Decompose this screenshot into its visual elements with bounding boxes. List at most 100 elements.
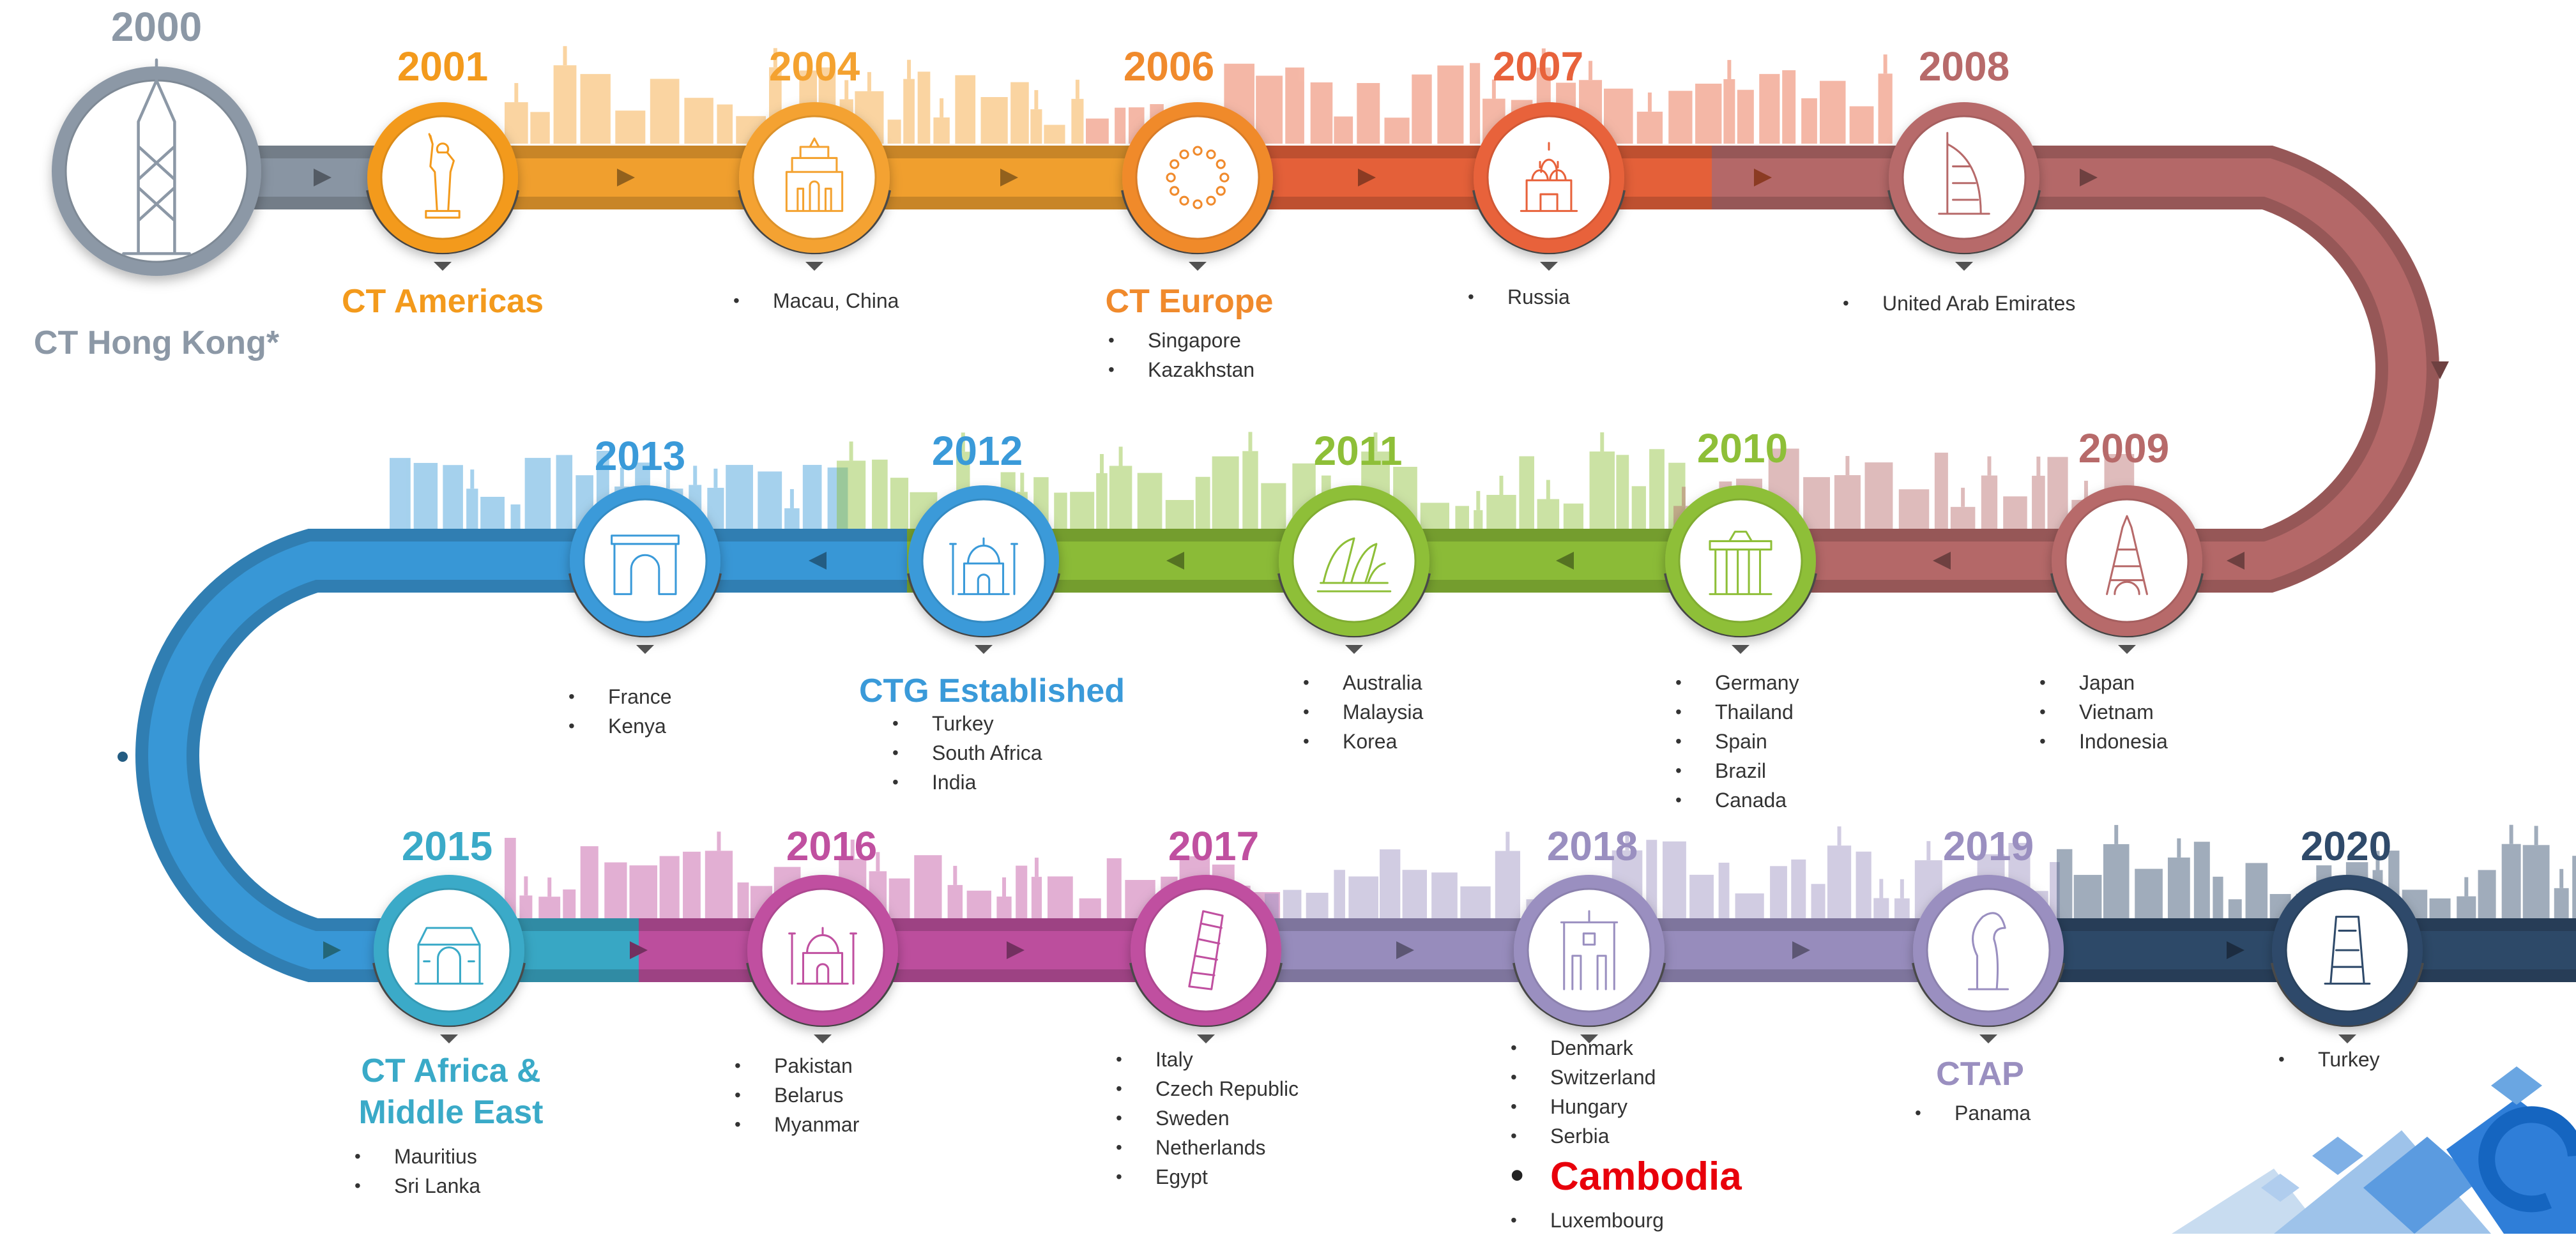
country-item: South Africa	[892, 738, 1042, 768]
country-item: Netherlands	[1116, 1133, 1299, 1162]
eu-stars-icon	[1166, 146, 1230, 209]
country-list: PakistanBelarusMyanmar	[735, 1051, 859, 1139]
country-list: ItalyCzech RepublicSwedenNetherlandsEgyp…	[1116, 1045, 1299, 1192]
direction-arrow	[1933, 552, 1951, 570]
museum-building-icon	[415, 927, 484, 985]
tower-building-icon	[1560, 910, 1619, 990]
country-list: JapanVietnamIndonesia	[2039, 668, 2168, 756]
country-item: Thailand	[1675, 697, 1799, 727]
year-label: 2001	[397, 43, 489, 89]
direction-arrow	[2080, 169, 2098, 186]
milestone-title: CT Africa & Middle East	[358, 1052, 544, 1131]
modern-tower-icon	[2324, 916, 2371, 985]
hong-kong-tower-icon	[122, 58, 191, 255]
direction-arrow	[1000, 169, 1018, 186]
direction-arrow	[314, 169, 332, 186]
country-item: Switzerland	[1511, 1063, 1656, 1092]
milestone-node-2018	[1513, 875, 1666, 1043]
year-label: 2020	[2300, 823, 2392, 869]
milestone-node-2007	[1472, 102, 1626, 271]
milestone-node-2001	[366, 102, 519, 271]
milestone-title: CT Americas	[342, 283, 544, 320]
year-label: 2007	[1492, 43, 1584, 89]
year-label: 2010	[1696, 425, 1788, 471]
country-item: Egypt	[1116, 1162, 1299, 1192]
year-label: 2015	[401, 823, 493, 869]
year-label: 2004	[768, 43, 860, 89]
country-item: Myanmar	[735, 1110, 859, 1139]
country-list: Macau, China	[733, 286, 899, 315]
country-list: SingaporeKazakhstan	[1108, 326, 1254, 384]
country-item: India	[892, 768, 1042, 797]
country-list: AustraliaMalaysiaKorea	[1303, 668, 1423, 756]
country-item: United Arab Emirates	[1843, 289, 2075, 318]
country-item: Australia	[1303, 668, 1423, 697]
country-list: Panama	[1915, 1098, 2031, 1128]
direction-arrow	[1556, 552, 1574, 570]
milestone-node-2009	[2050, 485, 2204, 654]
year-label: 2017	[1168, 823, 1260, 869]
country-item: Japan	[2039, 668, 2168, 697]
year-label: 2012	[931, 428, 1023, 474]
country-item: Sri Lanka	[354, 1171, 480, 1201]
company-logo-corner	[2172, 1066, 2576, 1234]
year-label: 2011	[1313, 428, 1403, 474]
country-item: Kazakhstan	[1108, 355, 1254, 384]
country-item: Vietnam	[2039, 697, 2168, 727]
country-item: Brazil	[1675, 756, 1799, 785]
sydney-opera-house-icon	[1316, 537, 1392, 593]
country-item: Serbia	[1511, 1121, 1656, 1151]
direction-arrow	[1792, 941, 1810, 959]
highlight-country: Cambodia	[1511, 1157, 1742, 1197]
milestone-node-2004	[738, 102, 891, 271]
direction-arrow	[809, 552, 827, 570]
tokyo-tower-icon	[2106, 515, 2148, 595]
direction-arrows	[118, 169, 2449, 959]
country-item: Korea	[1303, 727, 1423, 756]
direction-arrow	[2431, 361, 2449, 379]
milestone-node-2016	[746, 875, 899, 1043]
country-item: Germany	[1675, 668, 1799, 697]
country-item: Hungary	[1511, 1092, 1656, 1121]
milestone-node-2006	[1121, 102, 1274, 271]
direction-arrow	[1007, 941, 1025, 959]
country-item: Canada	[1675, 785, 1799, 815]
milestone-title: CTAP	[1936, 1056, 2024, 1093]
milestone-node-2008	[1887, 102, 2041, 271]
country-item: Denmark	[1511, 1033, 1656, 1063]
country-list: Turkey	[2278, 1045, 2380, 1074]
direction-arrow	[630, 941, 648, 959]
leaning-tower-icon	[1188, 910, 1224, 990]
country-item: Singapore	[1108, 326, 1254, 355]
milestone-title: CT Europe	[1105, 283, 1274, 320]
country-item: France	[568, 682, 672, 711]
direction-arrow	[323, 941, 341, 959]
country-item: Russia	[1468, 282, 1570, 312]
milestone-node-2013	[568, 485, 722, 654]
year-label: 2013	[594, 433, 686, 479]
country-item: Macau, China	[733, 286, 899, 315]
country-item: Spain	[1675, 727, 1799, 756]
year-label: 2000	[111, 4, 202, 50]
country-item: Sweden	[1116, 1103, 1299, 1133]
milestone-title: CTG Established	[858, 672, 1125, 709]
direction-arrow	[1166, 552, 1184, 570]
merlion-icon	[1967, 912, 2009, 990]
country-list: MauritiusSri Lanka	[354, 1142, 480, 1201]
country-item: Turkey	[892, 709, 1042, 738]
country-item: Czech Republic	[1116, 1074, 1299, 1103]
statue-of-liberty-icon	[425, 133, 461, 219]
skyline	[837, 432, 1686, 530]
country-list: Luxembourg	[1511, 1206, 1664, 1235]
year-label: 2009	[2078, 425, 2170, 471]
milestone-node-2019	[1912, 875, 2065, 1043]
country-list: FranceKenya	[568, 682, 672, 741]
burj-al-arab-icon	[1938, 132, 1990, 215]
country-list: United Arab Emirates	[1843, 289, 2075, 318]
milestone-node-2011	[1277, 485, 1431, 654]
ruins-of-st-paul-icon	[785, 137, 844, 212]
milestone-node-2012	[907, 485, 1060, 654]
year-label: 2016	[786, 823, 878, 869]
country-item: Panama	[1915, 1098, 2031, 1128]
